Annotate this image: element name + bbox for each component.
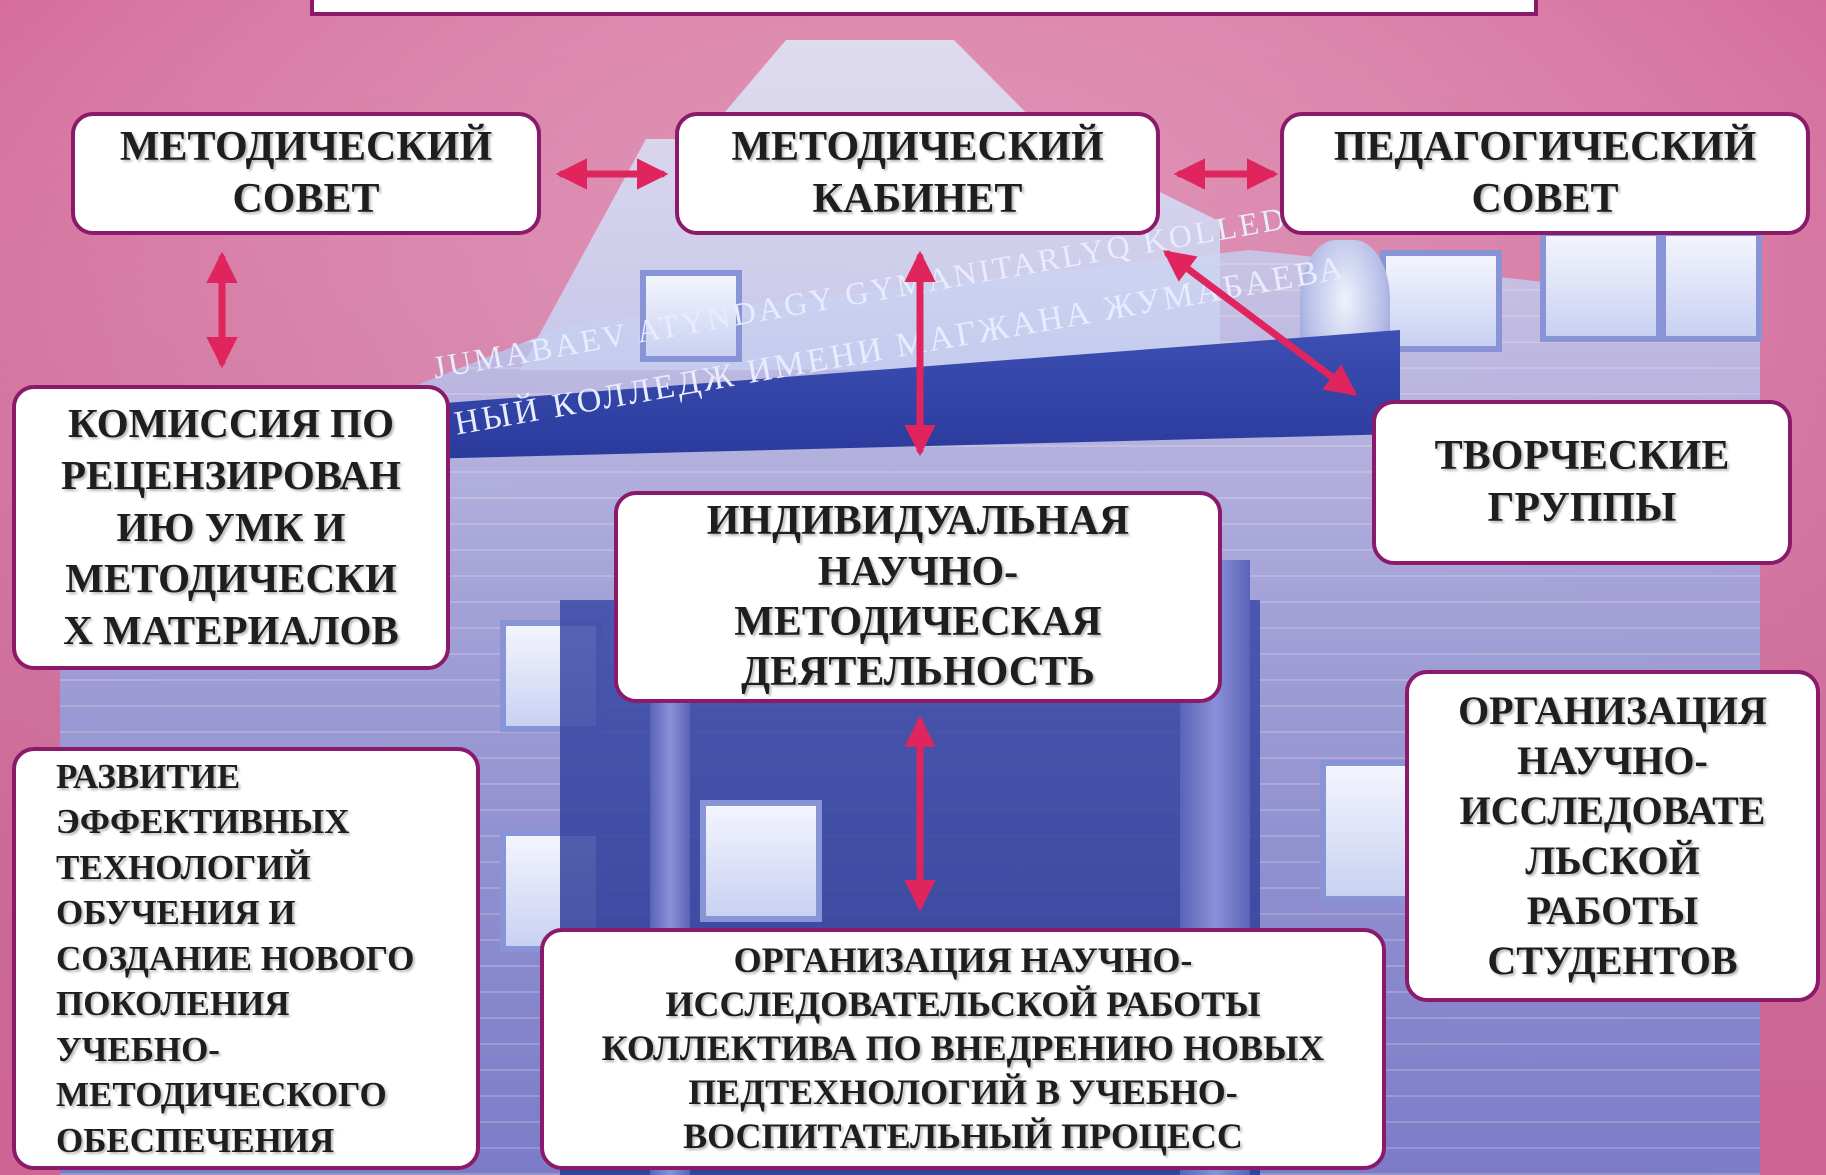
creative-groups-line: ГРУППЫ: [1487, 484, 1677, 531]
effective-tech-line: ЭФФЕКТИВНЫХ: [56, 802, 350, 842]
effective-tech-line: ПОКОЛЕНИЯ: [56, 984, 290, 1024]
method-council-line: СОВЕТ: [232, 175, 380, 222]
individual-activity-line: МЕТОДИЧЕСКАЯ: [734, 599, 1102, 645]
effective-tech-line: ОБЕСПЕЧЕНИЯ: [56, 1120, 335, 1160]
student-research-line: ИССЛЕДОВАТЕ: [1459, 788, 1766, 833]
creative-groups-line: ТВОРЧЕСКИЕ: [1434, 433, 1730, 480]
individual-activity-line: ИНДИВИДУАЛЬНАЯ: [706, 498, 1130, 545]
student-research-line: НАУЧНО-: [1517, 738, 1708, 783]
collective-research-box: ОРГАНИЗАЦИЯ НАУЧНО- ИССЛЕДОВАТЕЛЬСКОЙ РА…: [540, 928, 1386, 1170]
student-research-box: ОРГАНИЗАЦИЯ НАУЧНО- ИССЛЕДОВАТЕ ЛЬСКОЙ Р…: [1405, 670, 1820, 1002]
title-bar: [310, 0, 1538, 16]
review-commission-line: МЕТОДИЧЕСКИ: [65, 555, 397, 602]
student-research-line: ОРГАНИЗАЦИЯ: [1458, 688, 1767, 733]
review-commission-line: Х МАТЕРИАЛОВ: [63, 606, 399, 653]
collective-research-line: ОРГАНИЗАЦИЯ НАУЧНО-: [733, 940, 1193, 981]
collective-research-line: КОЛЛЕКТИВА ПО ВНЕДРЕНИЮ НОВЫХ: [601, 1028, 1325, 1069]
collective-research-line: ПЕДТЕХНОЛОГИЙ В УЧЕБНО-: [688, 1071, 1238, 1112]
effective-tech-line: ТЕХНОЛОГИЙ: [56, 847, 311, 887]
method-cabinet-line: МЕТОДИЧЕСКИЙ: [731, 124, 1104, 171]
individual-activity-line: НАУЧНО-: [817, 548, 1019, 595]
student-research-line: СТУДЕНТОВ: [1487, 938, 1738, 983]
building-window: [700, 800, 822, 922]
effective-tech-line: МЕТОДИЧЕСКОГО: [56, 1075, 387, 1115]
individual-activity-box: ИНДИВИДУАЛЬНАЯ НАУЧНО- МЕТОДИЧЕСКАЯ ДЕЯТ…: [614, 491, 1222, 703]
method-council-box: МЕТОДИЧЕСКИЙ СОВЕТ: [71, 112, 541, 235]
review-commission-box: КОМИССИЯ ПО РЕЦЕНЗИРОВАН ИЮ УМК И МЕТОДИ…: [12, 385, 450, 670]
ped-council-line: ПЕДАГОГИЧЕСКИЙ: [1333, 124, 1757, 171]
arrow-cabinet-creative: [1162, 250, 1358, 396]
effective-tech-line: ОБУЧЕНИЯ И: [56, 893, 296, 933]
method-cabinet-box: МЕТОДИЧЕСКИЙ КАБИНЕТ: [675, 112, 1160, 235]
review-commission-line: КОМИССИЯ ПО: [68, 400, 394, 447]
building-window: [640, 270, 742, 362]
effective-tech-line: УЧЕБНО-: [56, 1029, 220, 1069]
ped-council-line: СОВЕТ: [1471, 175, 1619, 222]
effective-tech-line: СОЗДАНИЕ НОВОГО: [56, 938, 415, 978]
individual-activity-line: ДЕЯТЕЛЬНОСТЬ: [741, 649, 1095, 696]
ped-council-box: ПЕДАГОГИЧЕСКИЙ СОВЕТ: [1280, 112, 1810, 235]
effective-tech-box: РАЗВИТИЕ ЭФФЕКТИВНЫХ ТЕХНОЛОГИЙ ОБУЧЕНИЯ…: [12, 747, 480, 1170]
effective-tech-line: РАЗВИТИЕ: [56, 756, 241, 796]
review-commission-line: ИЮ УМК И: [116, 503, 346, 550]
student-research-line: ЛЬСКОЙ: [1525, 838, 1700, 883]
collective-research-line: ИССЛЕДОВАТЕЛЬСКОЙ РАБОТЫ: [665, 984, 1261, 1025]
creative-groups-box: ТВОРЧЕСКИЕ ГРУППЫ: [1372, 400, 1792, 565]
method-council-line: МЕТОДИЧЕСКИЙ: [119, 124, 493, 171]
student-research-line: РАБОТЫ: [1526, 888, 1699, 933]
collective-research-line: ВОСПИТАТЕЛЬНЫЙ ПРОЦЕСС: [683, 1115, 1243, 1156]
building-window: [1660, 230, 1762, 342]
method-cabinet-line: КАБИНЕТ: [812, 175, 1023, 222]
review-commission-line: РЕЦЕНЗИРОВАН: [60, 452, 401, 499]
